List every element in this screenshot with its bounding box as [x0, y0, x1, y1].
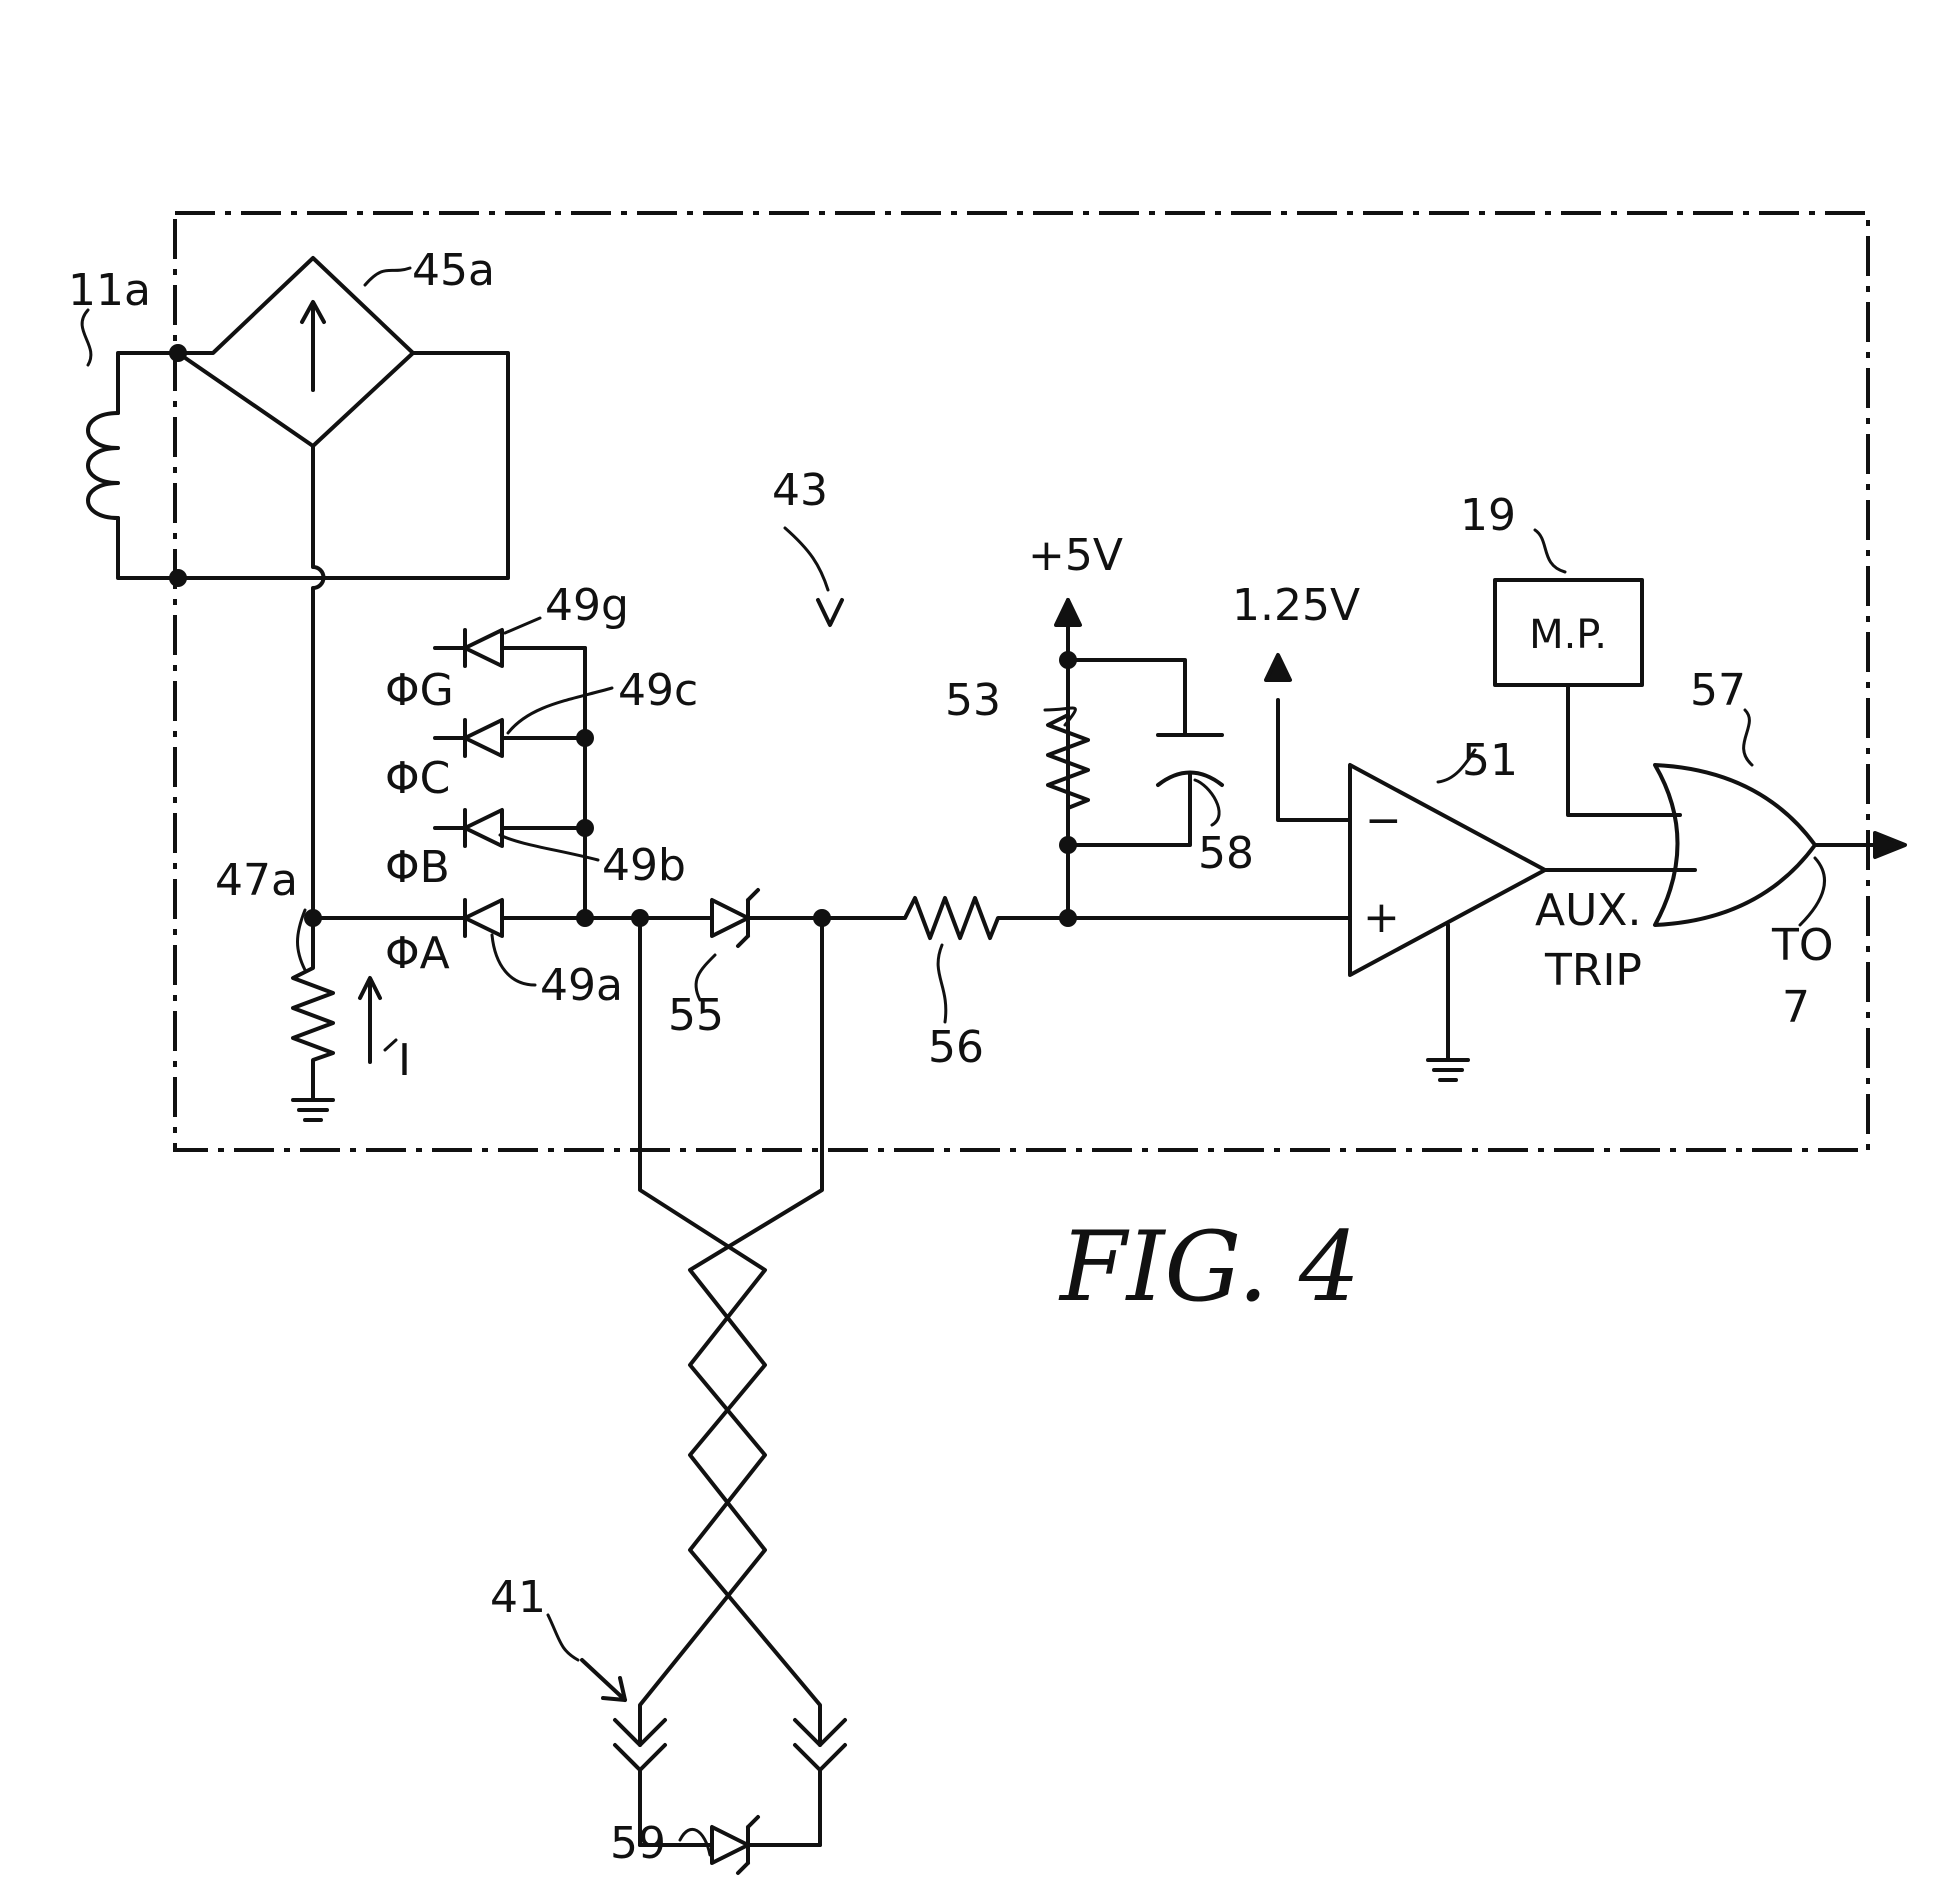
label-57: 57 [1690, 665, 1746, 716]
label-43: 43 [772, 465, 828, 516]
label-trip: TRIP [1544, 945, 1642, 996]
label-1-25v: 1.25V [1232, 580, 1360, 631]
diode-49g [433, 628, 587, 668]
circuit-boundary [173, 211, 1870, 1152]
label-58: 58 [1198, 828, 1254, 879]
current-arrow-icon [358, 976, 382, 1064]
or-gate-57 [1543, 763, 1907, 927]
label-plus: + [1363, 892, 1400, 943]
diode-49b [433, 808, 587, 848]
label-plus-5v: +5V [1028, 530, 1123, 581]
coil-11a [86, 351, 180, 580]
resistor-53 [1046, 703, 1090, 847]
label-phase-b: ΦB [385, 842, 450, 893]
microprocessor-label: M.P. [1529, 612, 1607, 658]
label-19: 19 [1460, 490, 1516, 541]
label-51: 51 [1462, 735, 1518, 786]
burden-resistor-47a [291, 916, 335, 1122]
label-55: 55 [668, 990, 724, 1041]
leader-lines [80, 266, 1826, 1857]
label-59: 59 [610, 1818, 666, 1869]
twisted-pair [638, 916, 824, 1747]
connector-41 [546, 1613, 847, 1847]
figure-caption: FIG. 4 [1058, 1211, 1360, 1323]
label-53: 53 [945, 675, 1001, 726]
mp-output-wire [1566, 683, 1682, 817]
label-11a: 11a [68, 265, 151, 316]
label-aux: AUX. [1535, 885, 1641, 936]
junction-dots [169, 344, 1077, 927]
label-phase-c: ΦC [385, 753, 450, 804]
zener-diode-59 [638, 1815, 822, 1875]
zener-diode-55 [638, 888, 824, 948]
comparator-51 [1066, 763, 1547, 1082]
label-phase-a: ΦA [385, 928, 450, 979]
label-current-i: I [398, 1035, 411, 1086]
capacitor-58 [1066, 658, 1224, 847]
label-47a: 47a [215, 855, 298, 906]
label-45a: 45a [412, 245, 495, 296]
resistor-56 [820, 896, 1070, 940]
label-49c: 49c [618, 665, 698, 716]
label-minus: − [1365, 795, 1402, 846]
label-41: 41 [490, 1572, 546, 1623]
label-to-7: 7 [1782, 982, 1810, 1033]
label-56: 56 [928, 1022, 984, 1073]
reference-1-25v [1264, 653, 1352, 822]
label-49a: 49a [540, 960, 623, 1011]
label-49b: 49b [602, 840, 686, 891]
diode-49a [463, 898, 587, 938]
bridge-rectifier-45a [176, 256, 510, 920]
label-49g: 49g [545, 580, 629, 631]
label-to: TO [1771, 920, 1834, 971]
diode-49c [433, 718, 587, 758]
label-phase-g: ΦG [385, 665, 454, 716]
